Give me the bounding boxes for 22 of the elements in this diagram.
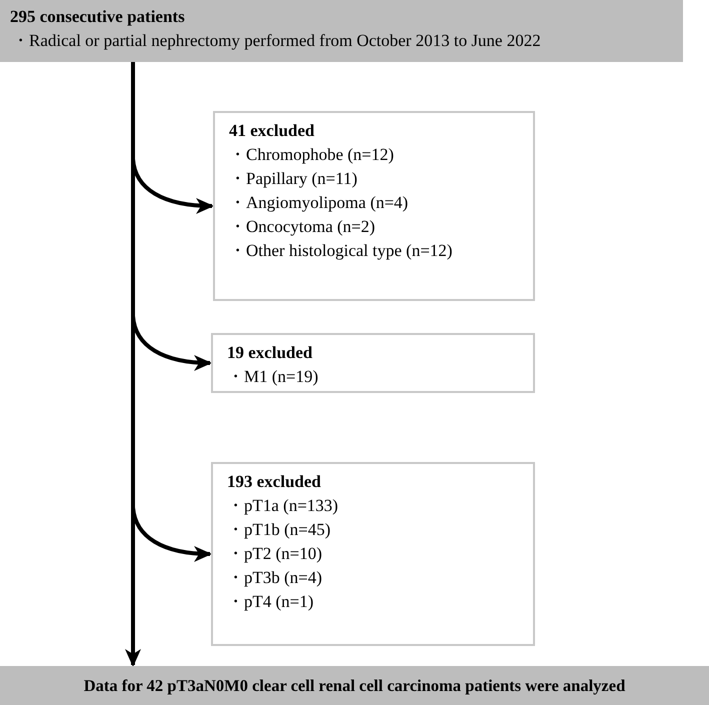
box-heading: 193 excluded	[227, 471, 322, 493]
exclusion-box	[211, 333, 535, 393]
summary-box	[0, 666, 709, 705]
list-item: ・pT2 (n=10)	[227, 543, 324, 565]
list-item: ・Other histological type (n=12)	[229, 240, 454, 262]
list-item: ・Radical or partial nephrectomy performed from October 2013 to June 2022	[11, 30, 542, 52]
exclusion-box	[213, 111, 535, 301]
list-item: ・pT3b (n=4)	[227, 567, 324, 589]
summary-box	[0, 0, 683, 62]
box-heading: 295 consecutive patients	[10, 6, 186, 28]
list-item: ・pT1a (n=133)	[227, 495, 340, 517]
box-heading: 19 excluded	[227, 342, 314, 364]
list-item: ・M1 (n=19)	[227, 366, 320, 388]
box-heading: Data for 42 pT3aN0M0 clear cell renal cell carcinoma patients were analyzed	[84, 674, 626, 696]
list-item: ・pT4 (n=1)	[227, 591, 315, 613]
list-item: ・Oncocytoma (n=2)	[229, 216, 376, 238]
exclusion-box	[211, 462, 535, 646]
list-item: ・Papillary (n=11)	[229, 168, 358, 190]
list-item: ・Angiomyolipoma (n=4)	[229, 192, 410, 214]
list-item: ・Chromophobe (n=12)	[229, 144, 395, 166]
box-heading: 41 excluded	[229, 120, 316, 142]
list-item: ・pT1b (n=45)	[227, 519, 332, 541]
